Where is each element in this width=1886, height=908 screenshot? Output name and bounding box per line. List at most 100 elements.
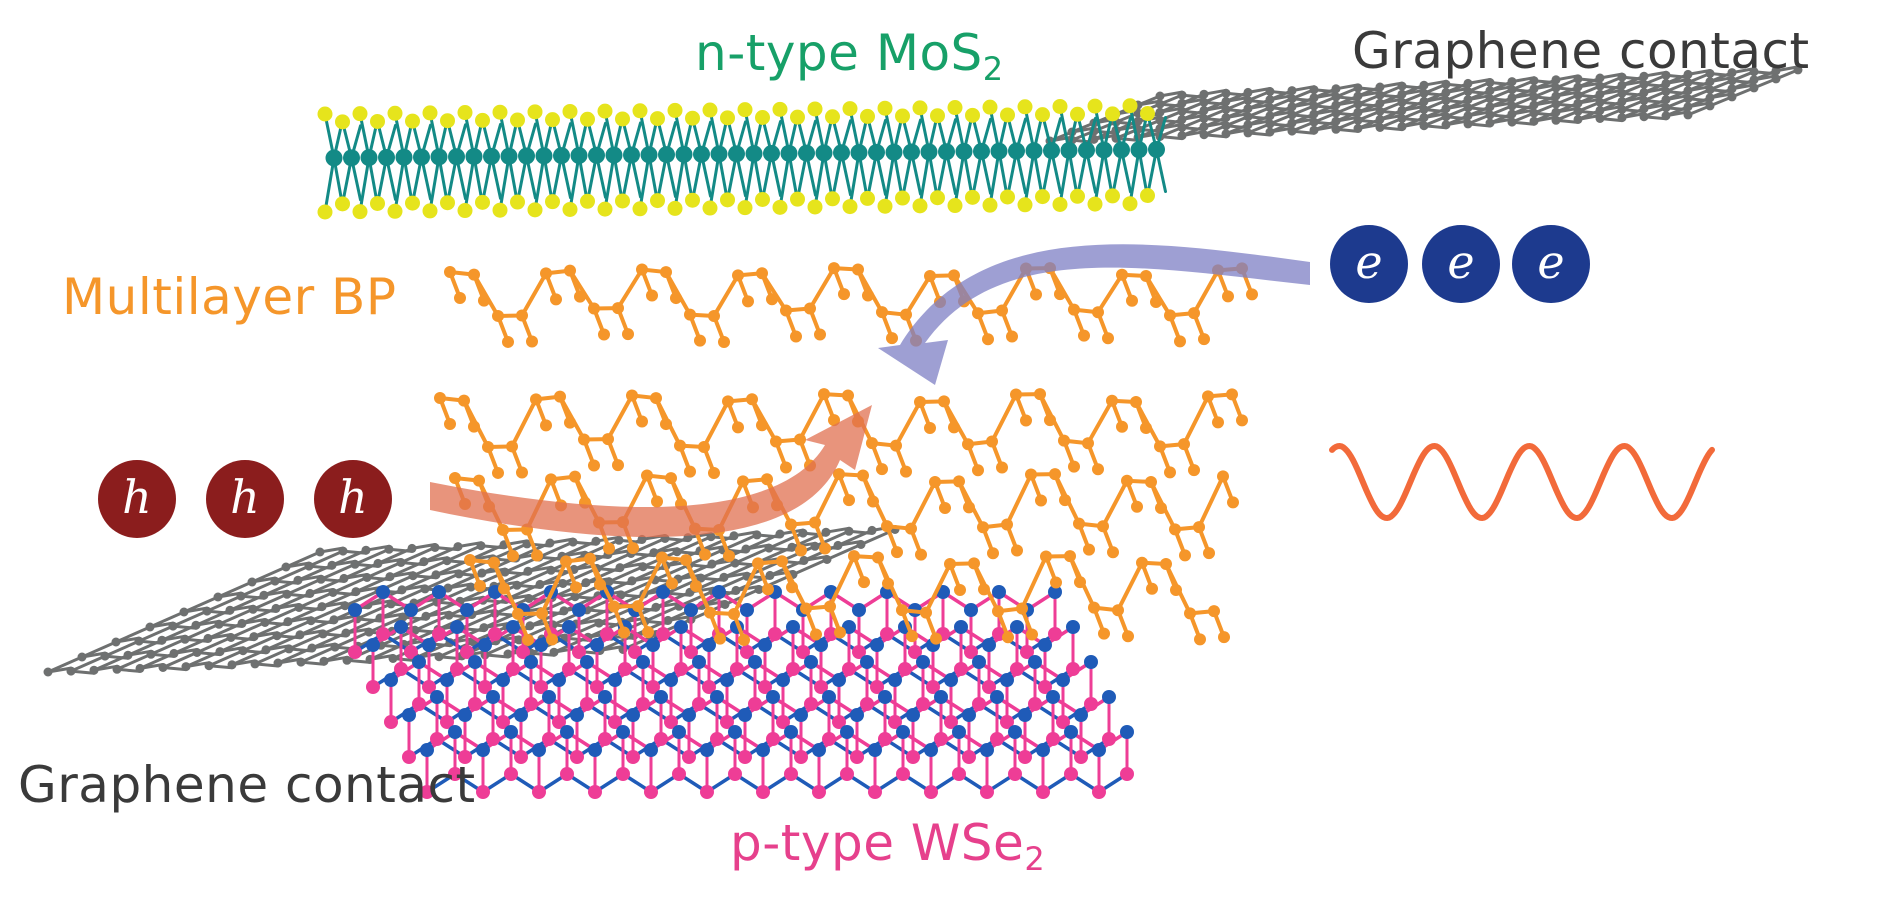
molybdenum-atom <box>990 142 1008 160</box>
carbon-atom <box>1507 85 1517 95</box>
sulfur-atom <box>562 103 578 119</box>
phosphorus-atom <box>1188 464 1200 477</box>
carbon-atom <box>283 617 293 627</box>
carbon-atom <box>329 615 339 625</box>
carbon-atom <box>615 563 625 573</box>
carbon-atom <box>730 558 740 568</box>
phosphorus-atom <box>1146 582 1158 595</box>
tungsten-atom <box>804 655 818 669</box>
sulfur-atom <box>755 192 770 207</box>
tungsten-atom <box>476 743 490 757</box>
carbon-atom <box>1507 101 1517 111</box>
tungsten-atom <box>384 673 398 687</box>
tungsten-atom <box>852 603 866 617</box>
sulfur-atom <box>685 110 700 126</box>
phosphorus-atom <box>1030 288 1042 301</box>
molybdenum-atom <box>483 147 500 165</box>
carbon-atom <box>1287 102 1297 112</box>
phosphorus-atom <box>891 546 903 559</box>
molybdenum-atom <box>763 145 780 162</box>
molybdenum-atom <box>325 149 343 167</box>
carbon-atom <box>1331 84 1341 94</box>
light-wave-icon <box>1329 442 1715 522</box>
tungsten-atom <box>766 690 780 704</box>
tungsten-atom <box>440 673 454 687</box>
carbon-atom <box>1375 90 1385 100</box>
selenium-atom <box>448 767 462 781</box>
carbon-atom <box>672 547 682 557</box>
carbon-atom <box>158 663 168 672</box>
carbon-atom <box>1551 115 1561 125</box>
molybdenum-atom <box>780 144 798 162</box>
carbon-atom <box>1419 80 1429 90</box>
carbon-atom <box>1287 118 1297 128</box>
carbon-atom <box>1727 68 1737 78</box>
tungsten-atom <box>786 620 800 634</box>
sulfur-atom <box>580 111 595 127</box>
carbon-atom <box>1419 96 1429 106</box>
sulfur-atom <box>1017 99 1033 115</box>
tungsten-atom <box>394 620 408 634</box>
tungsten-atom <box>758 638 772 652</box>
carbon-atom <box>1485 102 1495 112</box>
carbon-atom <box>1485 86 1495 96</box>
phosphorus-atom <box>838 288 850 301</box>
molybdenum-atom <box>885 143 903 161</box>
selenium-atom <box>908 645 922 659</box>
molybdenum-atom <box>1130 141 1148 159</box>
carbon-atom <box>764 543 774 553</box>
carbon-atom <box>1309 109 1319 119</box>
sulfur-atom <box>422 203 438 219</box>
tungsten-atom <box>870 638 884 652</box>
carbon-atom <box>1507 117 1517 127</box>
carbon-atom <box>1309 85 1319 95</box>
carbon-atom <box>282 589 292 599</box>
carbon-atom <box>1353 99 1363 109</box>
carbon-atom <box>765 570 775 580</box>
sulfur-atom <box>1140 106 1155 122</box>
tungsten-atom <box>460 603 474 617</box>
carbon-atom <box>604 577 614 587</box>
sulfur-atom <box>965 189 980 205</box>
carbon-atom <box>388 654 398 663</box>
carbon-atom <box>226 633 236 642</box>
tungsten-atom <box>468 655 482 669</box>
phosphorus-atom <box>1050 576 1062 589</box>
electron-flow-arrow <box>878 244 1310 385</box>
carbon-atom <box>720 600 730 609</box>
sulfur-atom <box>1070 106 1085 122</box>
carbon-atom <box>419 557 429 567</box>
tungsten-atom <box>990 690 1004 704</box>
carbon-atom <box>1595 81 1605 91</box>
carbon-atom <box>663 615 673 625</box>
selenium-atom <box>664 715 678 729</box>
carbon-atom <box>1331 108 1341 118</box>
sulfur-atom <box>370 195 385 211</box>
carbon-atom <box>271 603 281 613</box>
sulfur-atom <box>475 194 490 210</box>
phosphorus-atom <box>1226 388 1238 401</box>
carbon-atom <box>1397 97 1407 107</box>
carbon-atom <box>1485 78 1495 87</box>
selenium-atom <box>1064 767 1078 781</box>
tungsten-atom <box>1092 743 1106 757</box>
carbon-atom <box>1397 114 1407 123</box>
carbon-atom <box>754 585 764 594</box>
carbon-atom <box>315 547 325 557</box>
carbon-atom <box>1749 67 1759 77</box>
sulfur-atom <box>1017 197 1033 213</box>
tungsten-atom <box>740 603 754 617</box>
phosphorus-atom <box>1164 466 1176 479</box>
carbon-atom <box>1705 85 1715 95</box>
carbon-atom <box>191 620 201 630</box>
carbon-atom <box>719 572 729 582</box>
carbon-atom <box>250 659 260 669</box>
molybdenum-atom <box>815 144 833 162</box>
selenium-atom <box>868 785 882 799</box>
sulfur-atom <box>895 108 910 124</box>
sulfur-atom <box>492 202 508 218</box>
phosphorus-atom <box>982 333 994 346</box>
tungsten-atom <box>404 603 418 617</box>
carbon-atom <box>1749 75 1759 85</box>
phosphorus-atom <box>1107 546 1119 559</box>
